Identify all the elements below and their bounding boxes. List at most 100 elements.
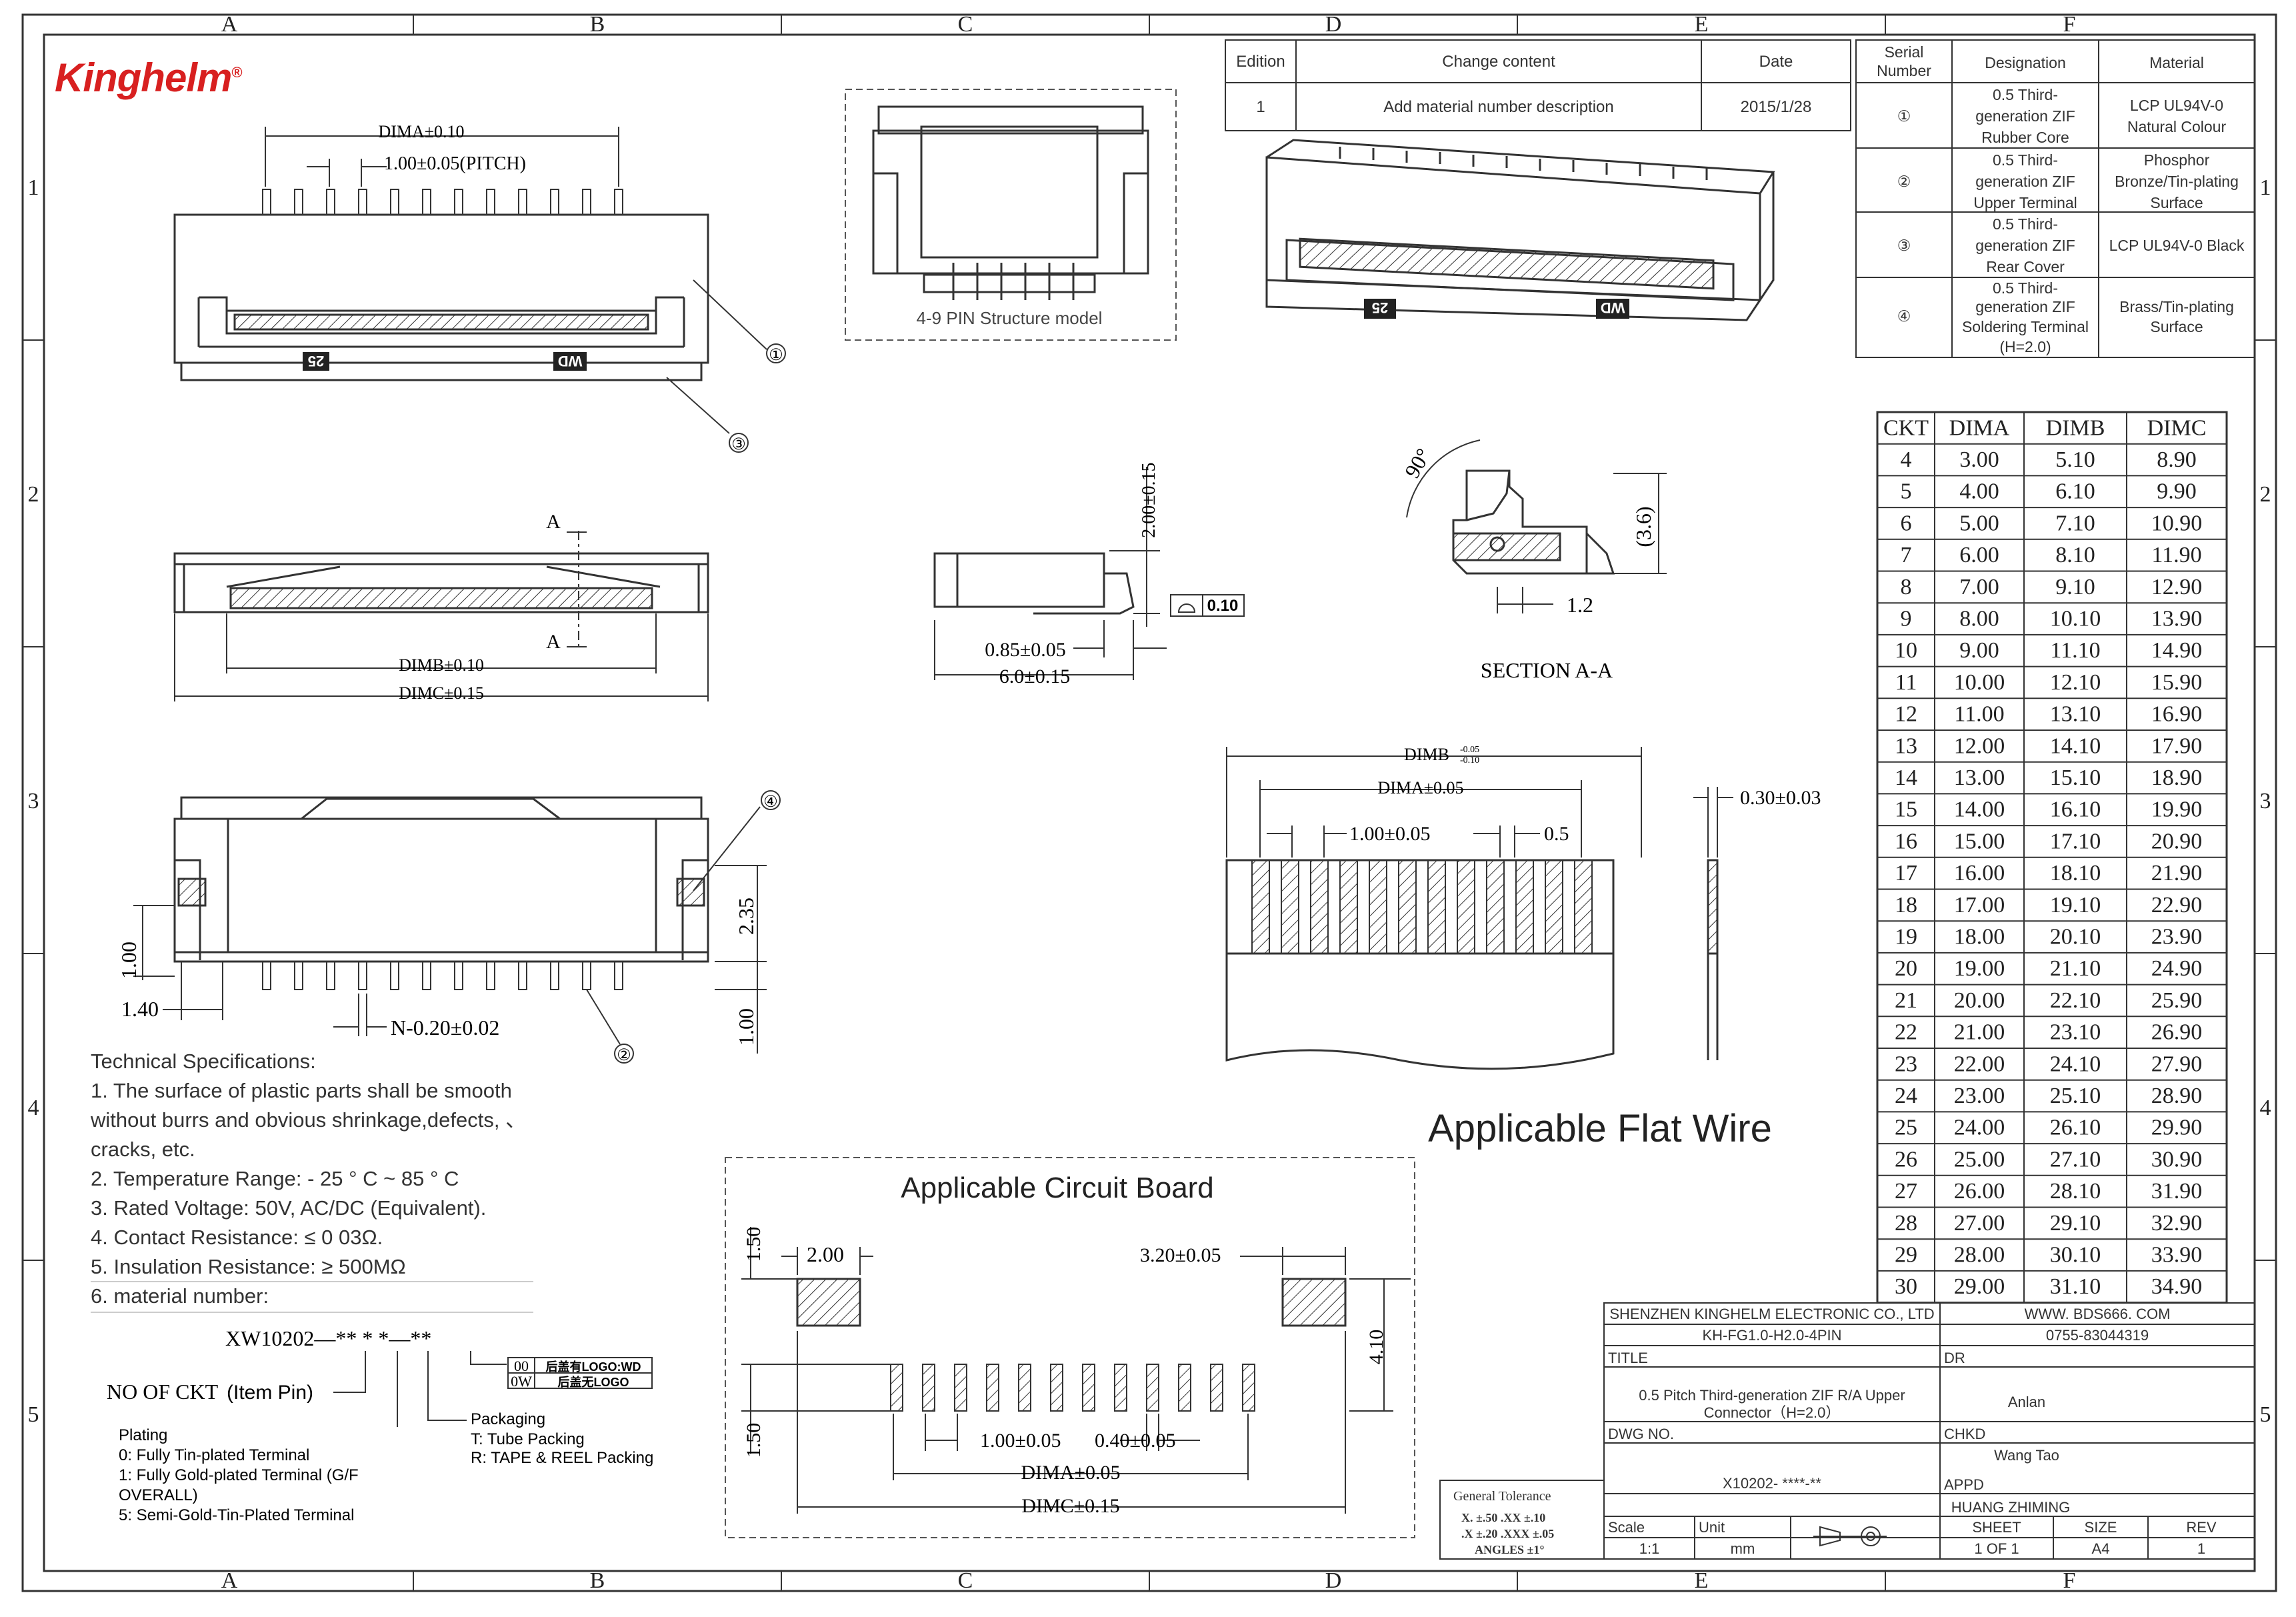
tb-unit-label: Unit	[1699, 1519, 1725, 1536]
flat-wire	[1225, 859, 1615, 1070]
mat-header-serial-2: Number	[1877, 62, 1931, 79]
ckt-cell: 5	[1901, 479, 1912, 504]
mat-mat-1b: Natural Colour	[2127, 118, 2227, 135]
tb-title-line1: 0.5 Pitch Third-generation ZIF R/A Upper	[1639, 1387, 1905, 1404]
dim-085: 0.85±0.05	[985, 639, 1065, 661]
flat-wire-conductor	[1310, 860, 1329, 954]
tb-scale-label: Scale	[1608, 1519, 1645, 1536]
dim-pitch: 1.00±0.05(PITCH)	[384, 153, 526, 174]
dim-height-200: 2.00±0.15	[1139, 462, 1159, 537]
specs-line-5: 3. Rated Voltage: 50V, AC/DC (Equivalent…	[91, 1196, 487, 1220]
mat-mat-2c: Surface	[2150, 194, 2203, 211]
mat-des-3c: Rear Cover	[1986, 258, 2065, 275]
ckt-cell: 20	[1895, 956, 1917, 981]
ckt-cell: 17.90	[2151, 733, 2203, 758]
ckt-header-cell: DIMC	[2147, 415, 2207, 440]
ckt-cell: 3.00	[1959, 447, 1999, 472]
mat-des-4c: Soldering Terminal	[1962, 318, 2089, 335]
tb-rev-label: REV	[2186, 1519, 2217, 1536]
pcb-signal-pad	[1018, 1364, 1031, 1412]
tb-website: WWW. BDS666. COM	[2025, 1306, 2171, 1322]
ckt-cell: 6.10	[2055, 479, 2095, 504]
ckt-cell: 29.10	[2050, 1211, 2101, 1236]
rev-header-change: Change content	[1442, 53, 1555, 71]
ckt-cell: 24.00	[1954, 1116, 2005, 1140]
grid-row-left-5: 5	[28, 1402, 39, 1427]
grid-row-right-2: 2	[2260, 482, 2271, 507]
grid-col-bottom-c: C	[958, 1568, 973, 1593]
pcb-signal-pad	[1082, 1364, 1095, 1412]
ckt-cell: 6	[1901, 511, 1912, 535]
brand-mark: ®	[231, 64, 242, 81]
dim-235: 2.35	[734, 898, 758, 935]
tb-dwg-no: X10202- ****-**	[1723, 1475, 1821, 1492]
specs-line-3: cracks, etc.	[91, 1138, 195, 1161]
dim-100-right: 1.00	[734, 1008, 758, 1046]
flat-wire-conductor	[1251, 860, 1270, 954]
circuit-board-frame	[725, 1157, 1415, 1538]
ckt-cell: 25	[1895, 1116, 1917, 1140]
ckt-cell: 12.00	[1954, 733, 2005, 758]
ckt-cell: 27.10	[2050, 1147, 2101, 1172]
ckt-cell: 24.10	[2050, 1052, 2101, 1076]
leader-2	[586, 989, 621, 1045]
flatness-tol: 0.10	[1207, 597, 1239, 615]
ckt-cell: 29	[1895, 1243, 1917, 1268]
balloon-1: ①	[769, 346, 783, 364]
ckt-cell: 9.10	[2055, 575, 2095, 599]
balloon-3: ③	[731, 435, 746, 453]
pcb-dim-410: 4.10	[1365, 1330, 1387, 1365]
mat-serial-1: ①	[1897, 107, 1911, 125]
ckt-cell: 17	[1895, 861, 1917, 886]
ckt-cell: 4	[1901, 447, 1912, 472]
mat-header-serial-1: Serial	[1885, 43, 1924, 61]
tb-title-line2: Connector（H=2.0）	[1704, 1404, 1841, 1421]
ckt-cell: 24.90	[2151, 956, 2203, 981]
ckt-cell: 34.90	[2151, 1274, 2203, 1299]
ckt-cell: 23	[1895, 1052, 1917, 1076]
tb-sheet-label: SHEET	[1972, 1519, 2021, 1536]
pcb-dim-100: 1.00±0.05	[980, 1430, 1061, 1452]
dim-dimc-bottom: DIMC±0.15	[399, 683, 484, 703]
grid-row-left-3: 3	[28, 789, 39, 814]
ckt-label: NO OF CKT	[107, 1380, 219, 1404]
tb-company: SHENZHEN KINGHELM ELECTRONIC CO., LTD	[1609, 1306, 1934, 1322]
balloon-2: ②	[617, 1046, 631, 1064]
fw-dim-05: 0.5	[1544, 823, 1569, 845]
tb-chkd-label: CHKD	[1944, 1426, 1985, 1442]
fw-dim-dimb: DIMB	[1404, 745, 1449, 764]
ckt-cell: 27.90	[2151, 1052, 2203, 1076]
ckt-header-cell: CKT	[1883, 415, 1929, 440]
mat-mat-4a: Brass/Tin-plating	[2119, 298, 2234, 315]
ckt-cell: 30.90	[2151, 1147, 2203, 1172]
plating-line-1: 0: Fully Tin-plated Terminal	[119, 1446, 309, 1464]
outer-frame	[21, 13, 2277, 1592]
mat-des-2c: Upper Terminal	[1973, 194, 2077, 211]
tb-phone: 0755-83044319	[2046, 1327, 2149, 1344]
section-aa	[1452, 469, 1615, 575]
title-block-lines	[1439, 1302, 2255, 1560]
ckt-cell: 5.00	[1959, 511, 1999, 535]
mat-serial-4: ④	[1897, 307, 1911, 325]
ckt-cell: 18.90	[2151, 765, 2203, 790]
ckt-cell: 18.00	[1954, 925, 2005, 950]
flat-wire-conductor	[1339, 860, 1358, 954]
ckt-cell: 9	[1901, 607, 1912, 631]
specs-line-4: 2. Temperature Range: - 25 ° C ~ 85 ° C	[91, 1167, 459, 1190]
grid-dividers	[23, 15, 2276, 1591]
tb-appd-label: APPD	[1944, 1476, 1984, 1493]
top-view-dims	[265, 127, 619, 187]
mat-des-3a: 0.5 Third-	[1993, 215, 2058, 233]
rear-view-pins	[262, 961, 623, 990]
ckt-cell: 13.00	[1954, 765, 2005, 790]
section-label-top: A	[546, 511, 561, 533]
rev-cell-edition: 1	[1256, 98, 1265, 116]
grid-row-left-4: 4	[28, 1096, 39, 1120]
top-view-mark-left: 25	[308, 353, 324, 369]
mat-mat-2b: Bronze/Tin-plating	[2115, 173, 2239, 190]
side-view	[933, 552, 1135, 615]
ckt-cell: 17.00	[1954, 893, 2005, 918]
packaging-title: Packaging	[471, 1410, 545, 1428]
flat-wire-conductor	[1545, 860, 1563, 954]
